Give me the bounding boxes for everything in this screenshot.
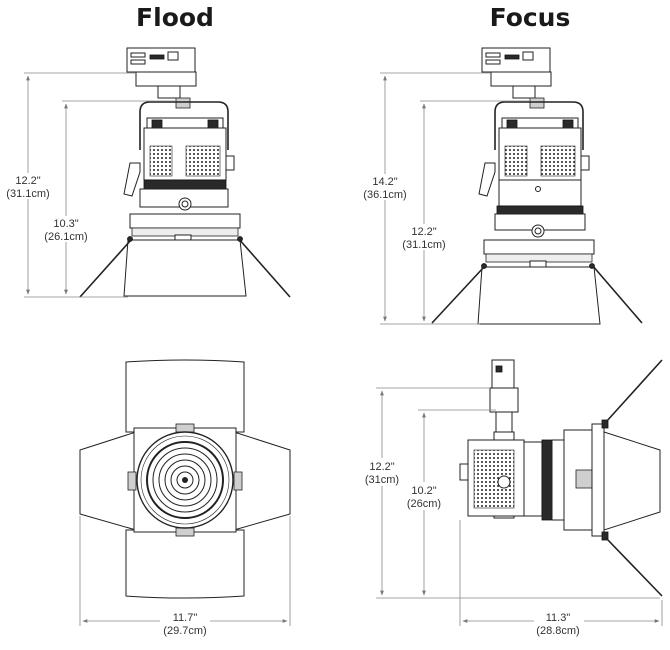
front-view-drawing: [79, 359, 291, 599]
flood-body-height-imperial: 10.3": [53, 218, 78, 230]
title-flood: Flood: [136, 3, 214, 32]
flood-total-height-imperial: 12.2": [15, 175, 40, 187]
flood-light-drawing: [79, 47, 291, 298]
side-depth-metric: (28.8cm): [536, 625, 579, 637]
flood-total-height-metric: (31.1cm): [6, 188, 49, 200]
focus-total-height-imperial: 14.2": [372, 176, 397, 188]
side-body-height-imperial: 10.2": [411, 485, 436, 497]
focus-body-height-imperial: 12.2": [411, 226, 436, 238]
side-body-height-metric: (26cm): [407, 498, 441, 510]
side-total-height-metric: (31cm): [365, 474, 399, 486]
front-width-imperial: 11.7": [173, 612, 198, 624]
side-depth-imperial: 11.3": [546, 612, 571, 624]
focus-body-height-metric: (31.1cm): [402, 239, 445, 251]
flood-body-height-metric: (26.1cm): [44, 231, 87, 243]
focus-light-drawing: [431, 47, 643, 325]
front-width-metric: (29.7cm): [163, 625, 206, 637]
side-total-height-imperial: 12.2": [369, 461, 394, 473]
focus-total-height-metric: (36.1cm): [363, 189, 406, 201]
title-focus: Focus: [490, 3, 571, 32]
side-view-drawing: [459, 359, 663, 597]
